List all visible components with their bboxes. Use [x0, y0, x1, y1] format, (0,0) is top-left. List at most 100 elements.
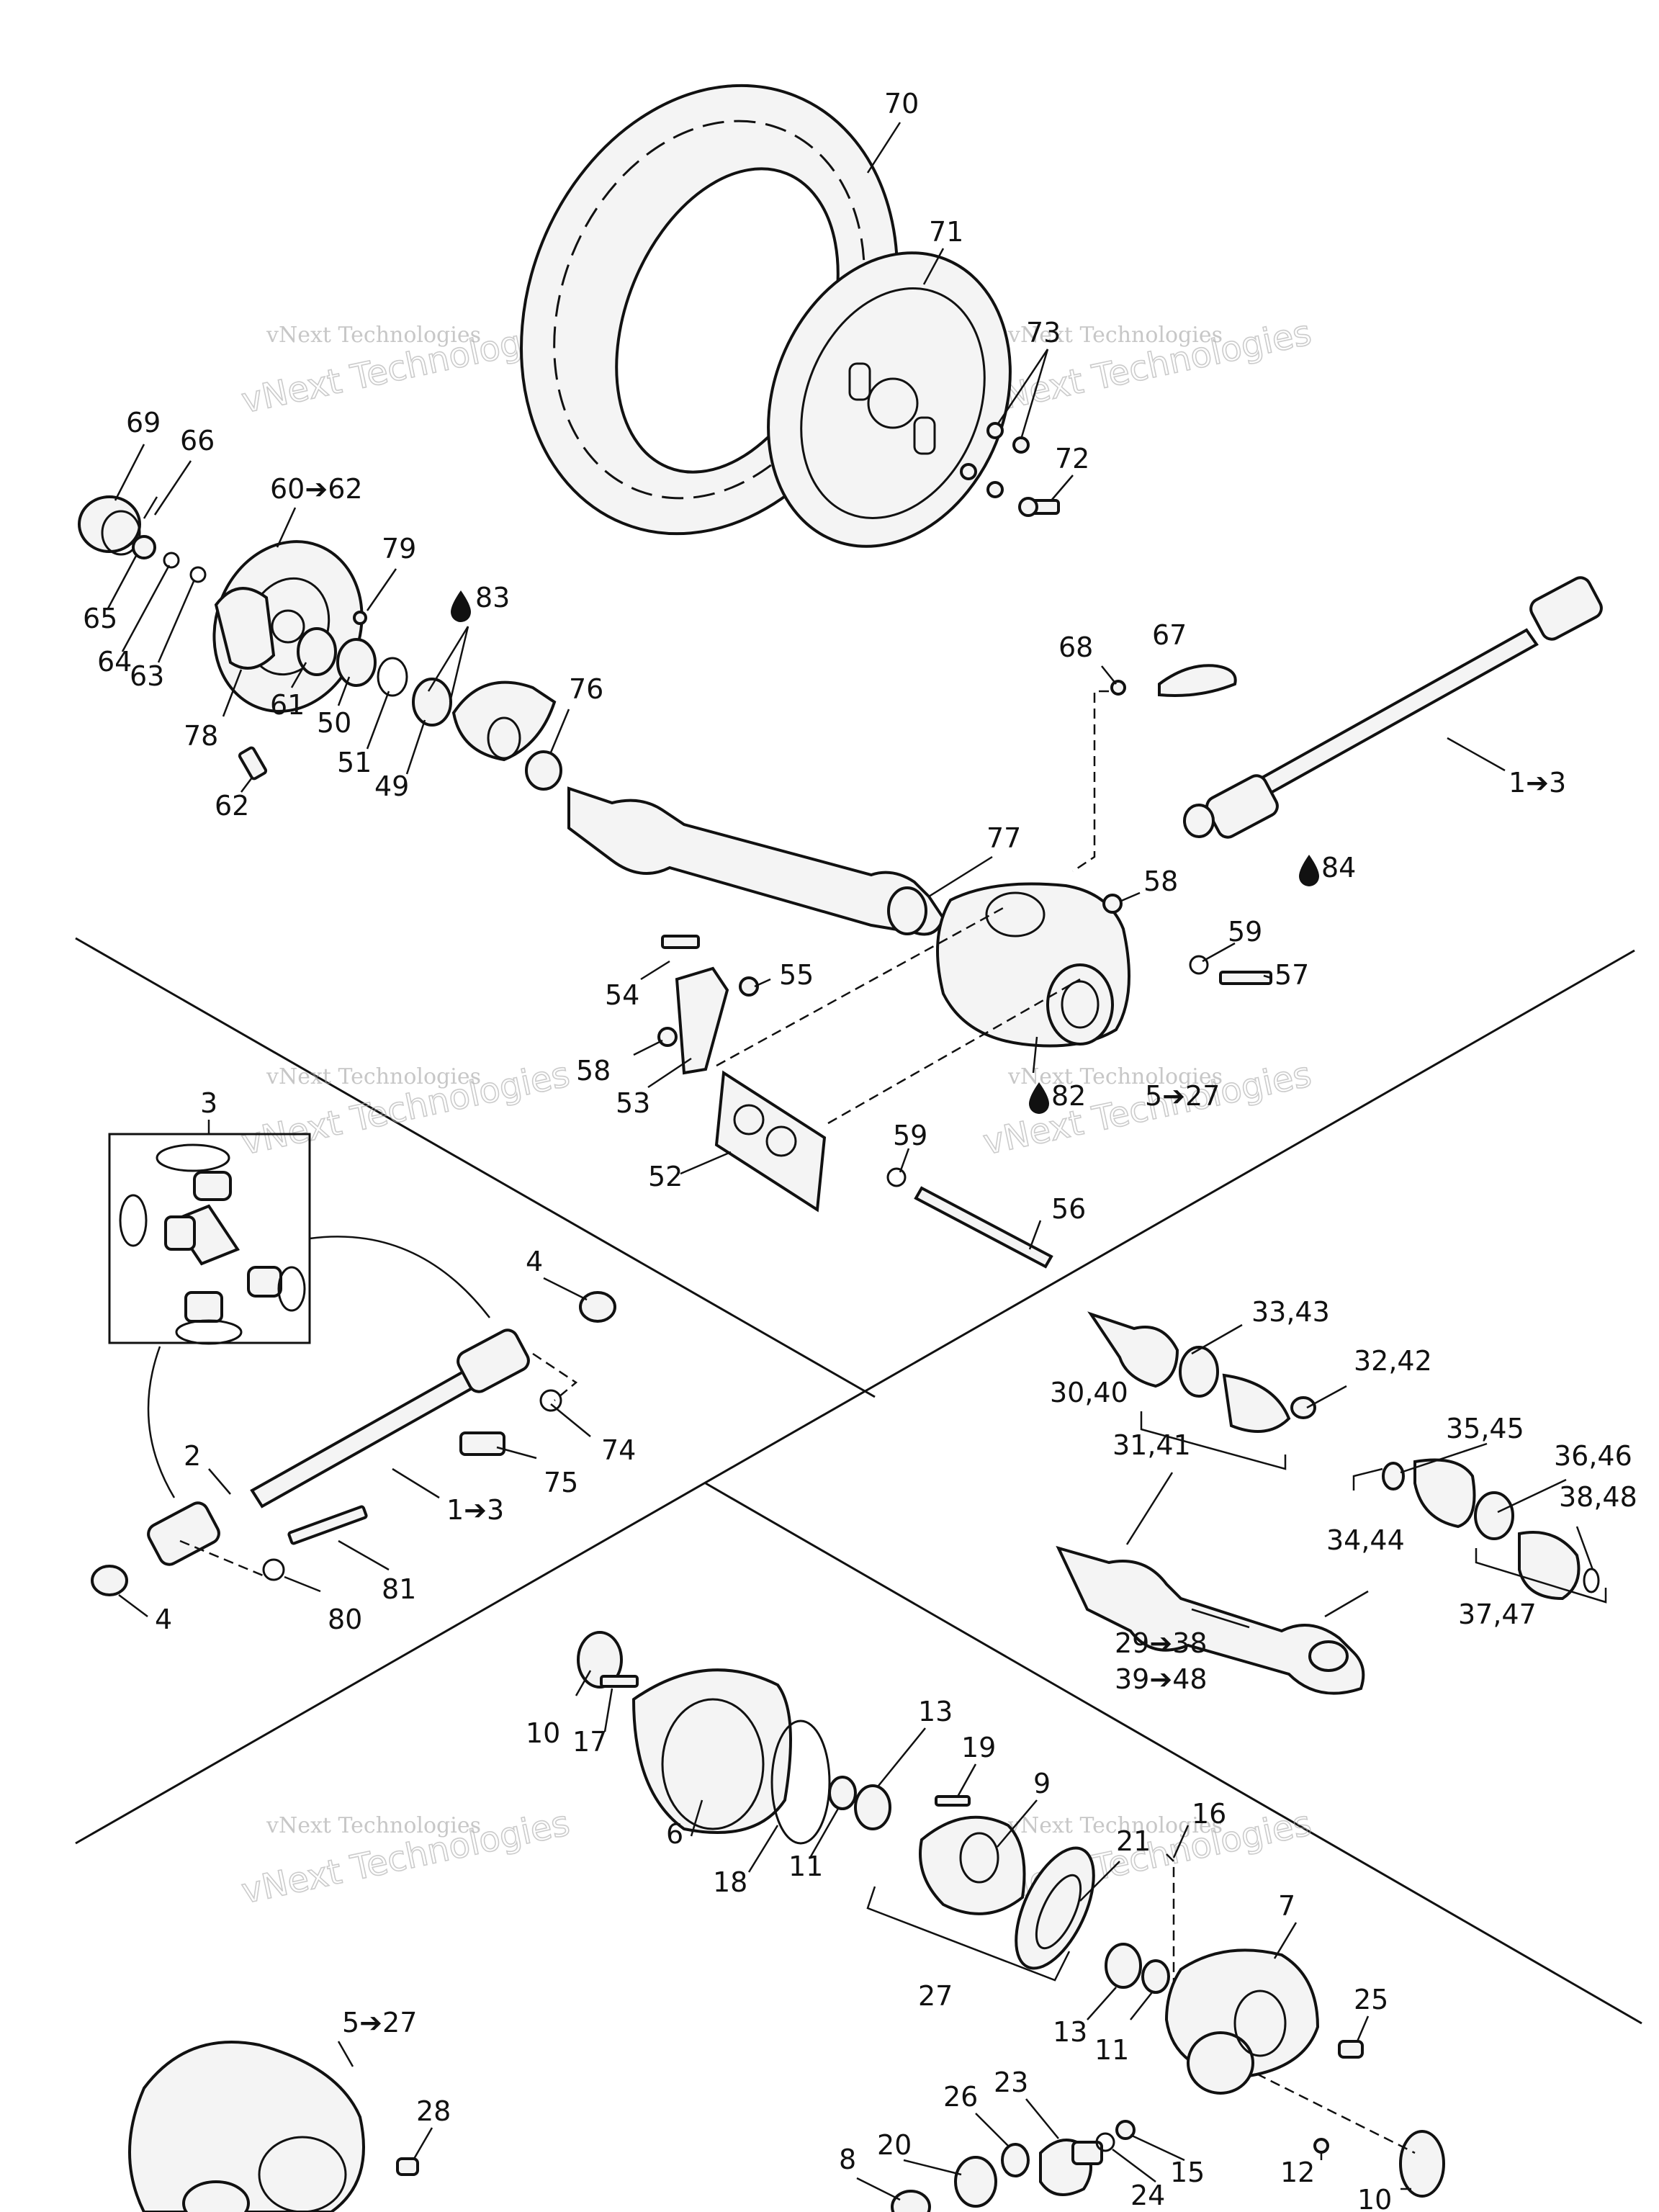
label-16: 16: [1192, 1798, 1226, 1830]
label-37-47: 37,47: [1458, 1599, 1537, 1630]
differential-case-9: [919, 1815, 1026, 1915]
label-20: 20: [877, 2129, 912, 2161]
prop-shaft-upper: [1183, 576, 1603, 839]
label-2: 2: [184, 1440, 201, 1472]
label-36-46: 36,46: [1554, 1440, 1632, 1472]
label-28: 28: [416, 2095, 451, 2127]
axis-line-upper-2: [827, 978, 1081, 1125]
label-70: 70: [884, 88, 919, 120]
svg-text:vNext Technologies: vNext Technologies: [266, 323, 481, 348]
label-4-upper: 4: [526, 1246, 543, 1277]
label-1-3-lower: 1➔3: [446, 1494, 504, 1526]
label-5-27-upper: 5➔27: [1145, 1080, 1220, 1112]
label-8: 8: [839, 2144, 856, 2175]
label-31-41: 31,41: [1112, 1429, 1191, 1461]
label-33-43: 33,43: [1251, 1296, 1330, 1328]
label-19: 19: [961, 1732, 996, 1763]
label-12: 12: [1280, 2157, 1315, 2188]
label-59-lower: 59: [893, 1120, 927, 1151]
bearing-13-right: [1105, 1943, 1142, 1989]
prop-shaft-lower-2: [91, 1291, 616, 1596]
label-10-lower: 10: [1357, 2184, 1392, 2212]
label-76: 76: [569, 673, 603, 705]
label-9: 9: [1033, 1768, 1051, 1799]
watermark-5: vNext Technologies vNext Technologies: [238, 1802, 574, 1912]
label-10-upper: 10: [526, 1717, 560, 1749]
wheel-nuts-73: [960, 422, 1030, 498]
label-84: 84: [1321, 852, 1356, 884]
label-26: 26: [943, 2081, 978, 2113]
vent-tube-16: [1166, 1853, 1175, 2013]
bolts-54-58: [657, 894, 1272, 1269]
washers-63-65: [132, 535, 207, 583]
divider-line-lower-right: [705, 1482, 1642, 2025]
cv-joint-30-40: [1087, 1311, 1316, 1433]
label-6: 6: [666, 1818, 683, 1850]
label-52: 52: [648, 1161, 683, 1192]
bracket-37-47: [1475, 1548, 1607, 1604]
label-29-38: 29➔38: [1115, 1627, 1208, 1659]
label-3: 3: [200, 1087, 217, 1119]
label-59-upper: 59: [1228, 916, 1262, 948]
shim-26: [1001, 2143, 1030, 2177]
label-64: 64: [97, 646, 132, 678]
label-60-62: 60➔62: [270, 473, 363, 505]
label-51: 51: [337, 747, 372, 778]
label-32-42: 32,42: [1354, 1345, 1432, 1377]
screw-12: [1313, 2138, 1329, 2154]
bearing-13-left: [854, 1784, 891, 1830]
label-21: 21: [1116, 1825, 1151, 1857]
svg-text:vNext Technologies: vNext Technologies: [1007, 323, 1223, 348]
axis-line-upper: [716, 906, 1005, 1067]
lubricant-drop-icon-84: [1299, 855, 1319, 886]
label-25: 25: [1354, 1984, 1388, 2015]
label-57: 57: [1274, 959, 1309, 991]
label-58-right: 58: [1143, 866, 1178, 897]
bearing-11-right: [1141, 1959, 1170, 1994]
label-35-45: 35,45: [1446, 1413, 1524, 1444]
breather-67: [1072, 664, 1237, 873]
divider-line-diagonal-right: [75, 949, 1635, 1845]
label-83: 83: [475, 582, 510, 613]
differential-housing-upper: [936, 882, 1130, 1048]
label-75: 75: [544, 1467, 578, 1498]
label-49: 49: [374, 770, 409, 802]
label-1-3-upper: 1➔3: [1509, 767, 1566, 799]
bolt-17: [600, 1675, 639, 1688]
label-55: 55: [779, 959, 814, 991]
label-11-left: 11: [788, 1851, 823, 1882]
label-65: 65: [83, 603, 117, 634]
label-80: 80: [328, 1604, 362, 1635]
cv-shaft-29-38: [1056, 1545, 1365, 1695]
label-78: 78: [184, 720, 218, 752]
divider-line-upper-left: [75, 937, 876, 1398]
mount-plate-52: [714, 1070, 827, 1213]
label-68: 68: [1058, 631, 1093, 663]
label-5-27-lower: 5➔27: [342, 2007, 417, 2038]
wheel-stud-72: [1018, 497, 1060, 517]
o-ring-18: [770, 1719, 831, 1845]
label-73: 73: [1026, 317, 1061, 349]
svg-text:vNext Technologies: vNext Technologies: [1007, 1813, 1223, 1838]
label-82: 82: [1051, 1080, 1086, 1112]
label-27: 27: [918, 1980, 953, 2012]
bolt-19: [935, 1795, 971, 1807]
label-58-left: 58: [576, 1055, 611, 1087]
bolt-79: [353, 611, 367, 625]
label-7: 7: [1278, 1890, 1295, 1922]
hub-cap-69: [78, 495, 141, 556]
pinion-23: [1039, 2139, 1103, 2196]
bracket-31-41: [1140, 1411, 1287, 1470]
hub-78: [214, 587, 276, 670]
plug-28: [396, 2157, 419, 2176]
svg-text:vNext Technologies: vNext Technologies: [266, 1064, 481, 1089]
label-30-40: 30,40: [1050, 1377, 1128, 1408]
label-38-48: 38,48: [1559, 1481, 1637, 1513]
u-joint-kit-3: [108, 1133, 490, 1498]
bracket-27: [866, 1886, 1071, 1982]
washer-24: [1095, 2132, 1115, 2152]
label-56: 56: [1051, 1193, 1086, 1225]
seal-10-lower: [1399, 2130, 1445, 2198]
diff-assembly-5-27: [128, 2041, 365, 2212]
